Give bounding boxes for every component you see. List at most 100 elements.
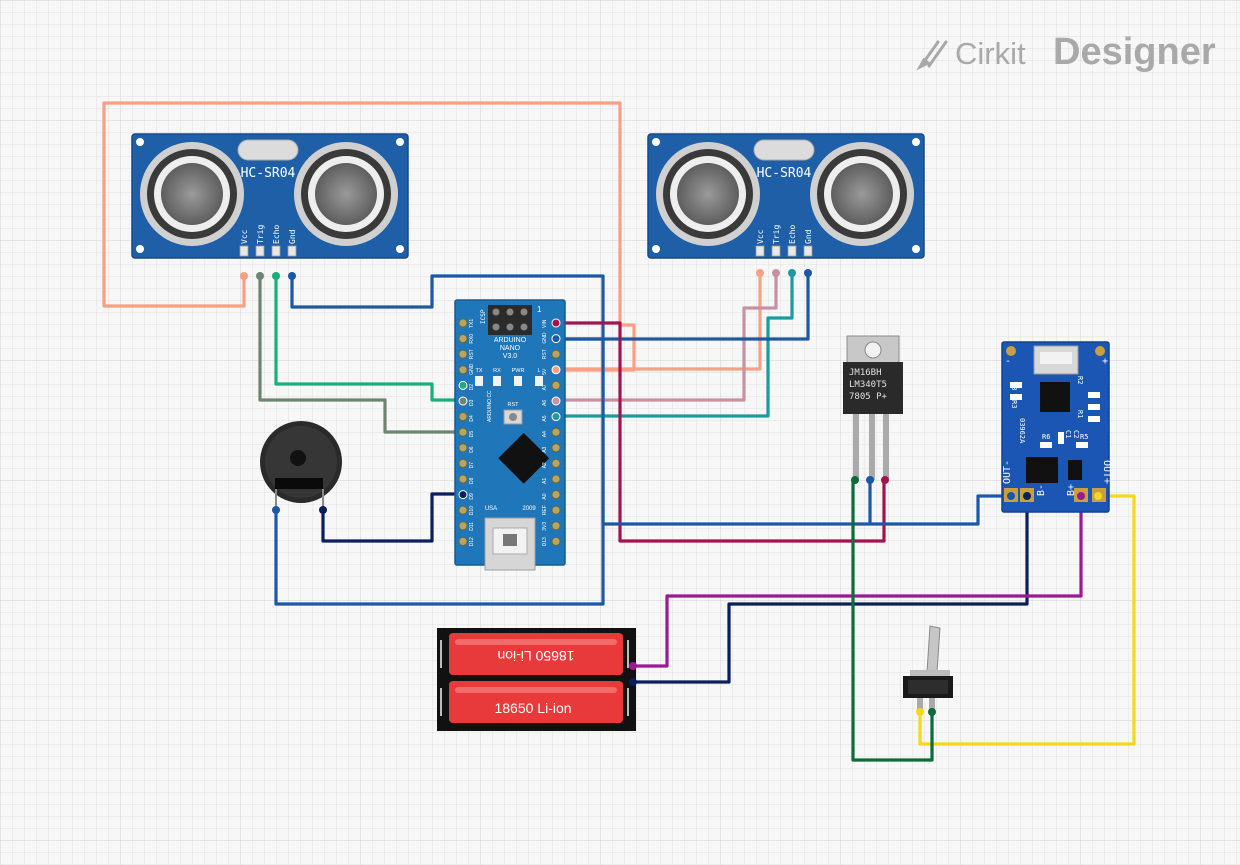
nano-pin-label-right-vin: VIN bbox=[542, 319, 548, 328]
wire-nano-gnd[interactable] bbox=[554, 337, 1013, 526]
nano-pin-right-d13[interactable] bbox=[551, 537, 561, 546]
charger-pin-b-minus[interactable] bbox=[1023, 492, 1031, 500]
charger-pins bbox=[1007, 492, 1102, 500]
wire-nano-vin[interactable] bbox=[554, 321, 886, 543]
nano-pin-left-d12[interactable] bbox=[458, 537, 468, 546]
piezo-buzzer[interactable] bbox=[260, 421, 342, 514]
nano-pin-left-d6[interactable] bbox=[458, 443, 468, 453]
sonar-right-pin-vcc[interactable] bbox=[756, 269, 764, 277]
nano-reset-button[interactable] bbox=[503, 409, 523, 425]
battery-cell-top-label: 18650 Li-ion bbox=[497, 648, 574, 664]
wire-right-sonar-vcc[interactable] bbox=[554, 273, 762, 371]
sonar-right-pins bbox=[756, 269, 812, 277]
wire-right-sonar-trig[interactable] bbox=[554, 273, 778, 402]
nano-pin-right-a0[interactable] bbox=[551, 490, 561, 500]
nano-pin-right-a6[interactable] bbox=[551, 396, 561, 406]
wire-buzzer-signal[interactable] bbox=[321, 492, 465, 543]
cirkit-designer-logo: Cirkit Designer bbox=[916, 31, 1216, 73]
arduino-nano[interactable]: ICSP 1 ARDUINO NANO V3.0 TX RX PWR L ARD… bbox=[454, 299, 566, 571]
nano-pin-left-d8[interactable] bbox=[458, 474, 468, 484]
nano-pin-left-d9[interactable] bbox=[458, 490, 468, 500]
charger-label-r5: R5 bbox=[1080, 433, 1088, 441]
ultrasonic-sensor-right[interactable]: HC-SR04 Vcc Trig Echo Gnd bbox=[647, 133, 925, 259]
wire-left-sonar-trig[interactable] bbox=[258, 276, 465, 434]
sonar-right-pin-gnd[interactable] bbox=[804, 269, 812, 277]
nano-pin-right-gnd[interactable] bbox=[551, 334, 561, 344]
charger-pin-b-plus[interactable] bbox=[1077, 492, 1085, 500]
nano-pin-left-rx0[interactable] bbox=[458, 334, 468, 344]
sonar-left-pin-gnd[interactable] bbox=[288, 272, 296, 280]
regulator-pin-input[interactable] bbox=[851, 476, 859, 484]
battery-pin-negative[interactable] bbox=[629, 678, 637, 686]
wire-left-sonar-gnd[interactable] bbox=[274, 274, 605, 606]
charger-label-c3: C3 bbox=[1010, 382, 1018, 390]
pencil-icon bbox=[916, 40, 948, 71]
nano-pin-right-a5[interactable] bbox=[551, 412, 561, 422]
wire-charger-b-minus[interactable] bbox=[631, 494, 1029, 684]
nano-pin-right-rst[interactable] bbox=[551, 349, 561, 359]
sonar-right-pin-echo[interactable] bbox=[788, 269, 796, 277]
nano-pin-left-d2[interactable] bbox=[458, 380, 468, 390]
sonar-left-pin-gnd-label: Gnd bbox=[288, 229, 297, 244]
wire-charger-out-plus[interactable] bbox=[918, 494, 1136, 746]
wire-left-sonar-vcc[interactable] bbox=[102, 101, 636, 372]
sonar-left-pin-vcc[interactable] bbox=[240, 272, 248, 280]
nano-pin-left-tx1[interactable] bbox=[458, 318, 468, 328]
buzzer-pin-positive[interactable] bbox=[319, 506, 327, 514]
regulator-pin-output[interactable] bbox=[881, 476, 889, 484]
battery-cell-bottom-label: 18650 Li-ion bbox=[494, 700, 571, 716]
sonar-left-pin-echo[interactable] bbox=[272, 272, 280, 280]
nano-pin-right-5v[interactable] bbox=[551, 365, 561, 375]
switch-pin-2[interactable] bbox=[928, 708, 936, 716]
lithium-charger-module[interactable]: C3 R3 R2 R1 R5 R6 C1 C2 03962A OUT- OUT+… bbox=[1001, 341, 1112, 513]
nano-pin-left-gnd[interactable] bbox=[458, 365, 468, 375]
nano-pin-left-d5[interactable] bbox=[458, 427, 468, 437]
regulator-line2: LM340T5 bbox=[849, 380, 887, 390]
nano-led-pwr-label: PWR bbox=[512, 368, 525, 374]
charger-pin-out-minus[interactable] bbox=[1007, 492, 1015, 500]
sonar-right-pin-vcc-label: Vcc bbox=[756, 229, 765, 244]
sonar-left-pin-trig[interactable] bbox=[256, 272, 264, 280]
regulator-pin-ground[interactable] bbox=[866, 476, 874, 484]
toggle-switch[interactable] bbox=[903, 625, 953, 716]
nano-pin-left-d10[interactable] bbox=[458, 505, 468, 515]
nano-pin-right-3v3[interactable] bbox=[551, 521, 561, 531]
ultrasonic-sensor-left[interactable]: HC-SR04 Vcc Trig Echo Gnd bbox=[131, 133, 409, 259]
nano-pin-left-d4[interactable] bbox=[458, 412, 468, 422]
nano-pin-right-a3[interactable] bbox=[551, 443, 561, 453]
wire-right-sonar-echo[interactable] bbox=[554, 273, 794, 418]
nano-pin-label-right-a4: A4 bbox=[542, 431, 548, 437]
sonar-right-pin-trig[interactable] bbox=[772, 269, 780, 277]
nano-pin-right-a1[interactable] bbox=[551, 474, 561, 484]
wire-charger-b-plus[interactable] bbox=[631, 494, 1083, 668]
wire-right-sonar-gnd[interactable] bbox=[554, 273, 810, 341]
charger-pin-out-plus[interactable] bbox=[1094, 492, 1102, 500]
nano-pin-left-rst[interactable] bbox=[458, 349, 468, 359]
nano-pin-left-d7[interactable] bbox=[458, 458, 468, 468]
charger-label-r3: R3 bbox=[1010, 400, 1018, 408]
battery-holder-2x18650[interactable]: 18650 Li-ion 18650 Li-ion bbox=[437, 628, 637, 731]
battery-pin-positive[interactable] bbox=[629, 662, 637, 670]
sonar-right-pin-gnd-label: Gnd bbox=[804, 229, 813, 244]
wire-left-sonar-echo[interactable] bbox=[274, 276, 465, 402]
nano-pin-label-left-tx1: TX1 bbox=[469, 319, 475, 328]
nano-usb-port[interactable] bbox=[484, 517, 536, 571]
nano-pin-right-a2[interactable] bbox=[551, 458, 561, 468]
nano-pin-right-ref[interactable] bbox=[551, 505, 561, 515]
sonar-right-pin-echo-label: Echo bbox=[788, 225, 797, 244]
wire-switch-to-regulator[interactable] bbox=[851, 478, 934, 762]
nano-pin-left-d11[interactable] bbox=[458, 521, 468, 531]
nano-title-line1: ARDUINO bbox=[494, 337, 527, 344]
nano-pin-right-a4[interactable] bbox=[551, 427, 561, 437]
switch-pin-1[interactable] bbox=[916, 708, 924, 716]
nano-pin-right-vin[interactable] bbox=[551, 318, 561, 328]
nano-pin-right-a7[interactable] bbox=[551, 380, 561, 390]
nano-side-text: ARDUINO.CC bbox=[487, 390, 493, 422]
nano-pin-label-left-d8: D8 bbox=[469, 477, 475, 484]
voltage-regulator-7805[interactable]: JM16BH LM340T5 7805 P+ bbox=[843, 335, 903, 484]
nano-pin-left-d3[interactable] bbox=[458, 396, 468, 406]
buzzer-pin-negative[interactable] bbox=[272, 506, 280, 514]
